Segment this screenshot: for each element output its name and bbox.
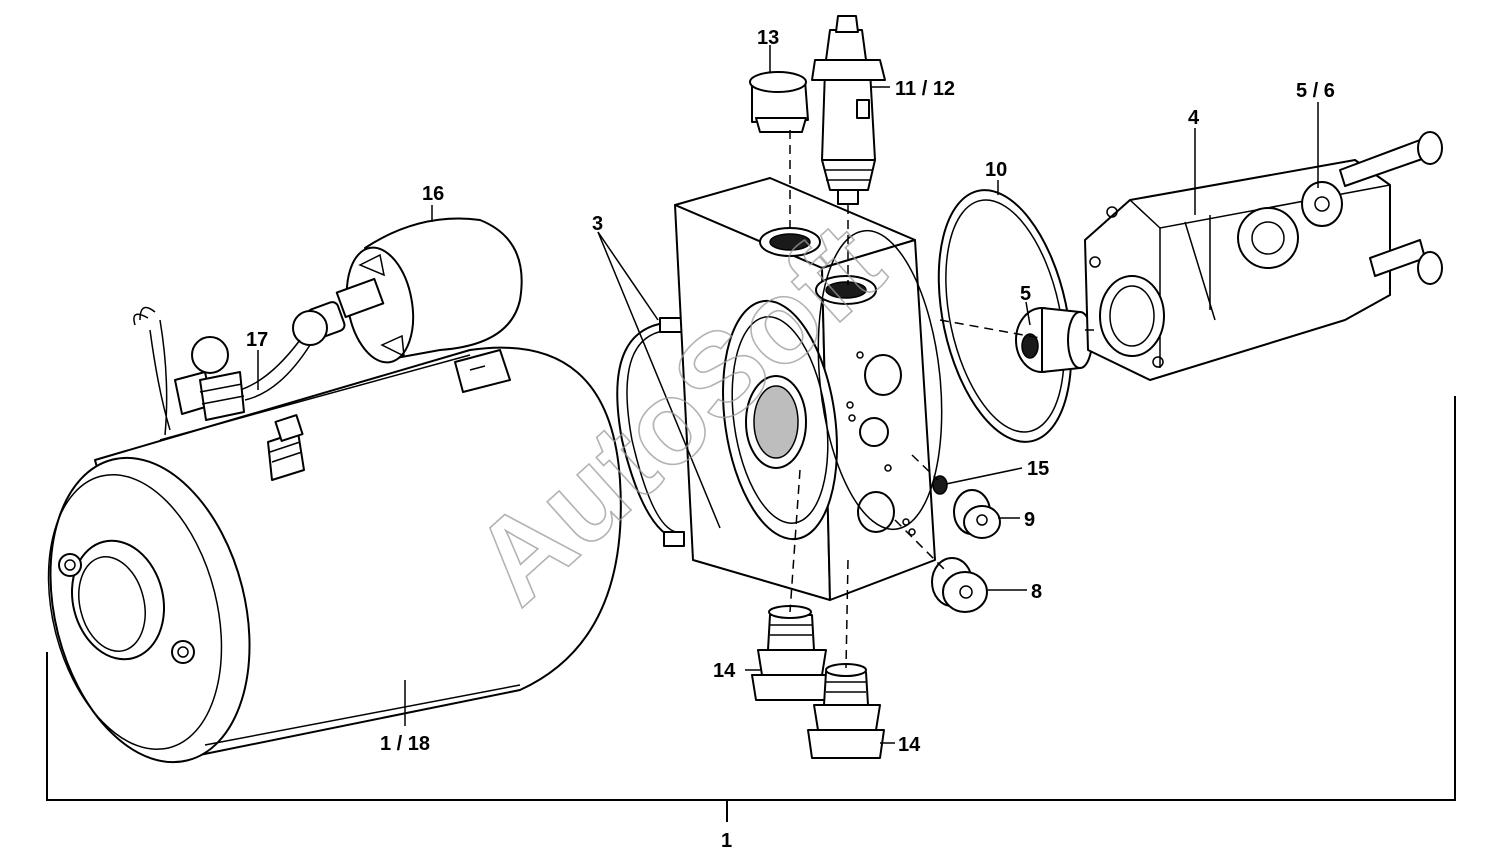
callout-14-left: 14 — [713, 660, 736, 682]
retaining-ring — [616, 317, 685, 547]
valve-manifold-block — [674, 177, 943, 601]
shaft-coupling — [1015, 307, 1093, 373]
wiring-harness — [133, 306, 311, 436]
callout-5: 5 — [1020, 283, 1031, 305]
screw-plug-8 — [931, 557, 988, 613]
solenoid-switch — [292, 217, 523, 364]
leader-lines — [257, 45, 1319, 744]
callout-4: 4 — [1188, 107, 1200, 129]
sealing-plug — [749, 71, 809, 133]
callout-16: 16 — [422, 183, 444, 205]
callout-1-18: 1 / 18 — [380, 733, 430, 755]
pressure-relief-valve — [811, 15, 886, 205]
callout-15: 15 — [1027, 458, 1049, 480]
check-valve-15 — [932, 475, 948, 495]
electric-motor — [47, 346, 622, 764]
screw-plug-9 — [953, 489, 1001, 539]
callout-5-6: 5 / 6 — [1296, 80, 1335, 102]
check-valve-14-left — [751, 605, 831, 701]
callout-10: 10 — [985, 159, 1007, 181]
o-ring-inner — [945, 199, 1065, 433]
check-valve-14-right — [807, 663, 885, 759]
callout-13: 13 — [757, 27, 779, 49]
gear-pump — [1084, 131, 1443, 381]
callout-14-right: 14 — [898, 734, 921, 756]
callout-9: 9 — [1024, 509, 1035, 531]
assembly-bracket — [46, 396, 1456, 801]
callout-11-12: 11 / 12 — [895, 78, 955, 100]
o-ring — [937, 189, 1073, 443]
callout-17: 17 — [246, 329, 268, 351]
callout-3: 3 — [592, 213, 603, 235]
callout-1: 1 — [721, 830, 732, 852]
callout-8: 8 — [1031, 581, 1042, 603]
